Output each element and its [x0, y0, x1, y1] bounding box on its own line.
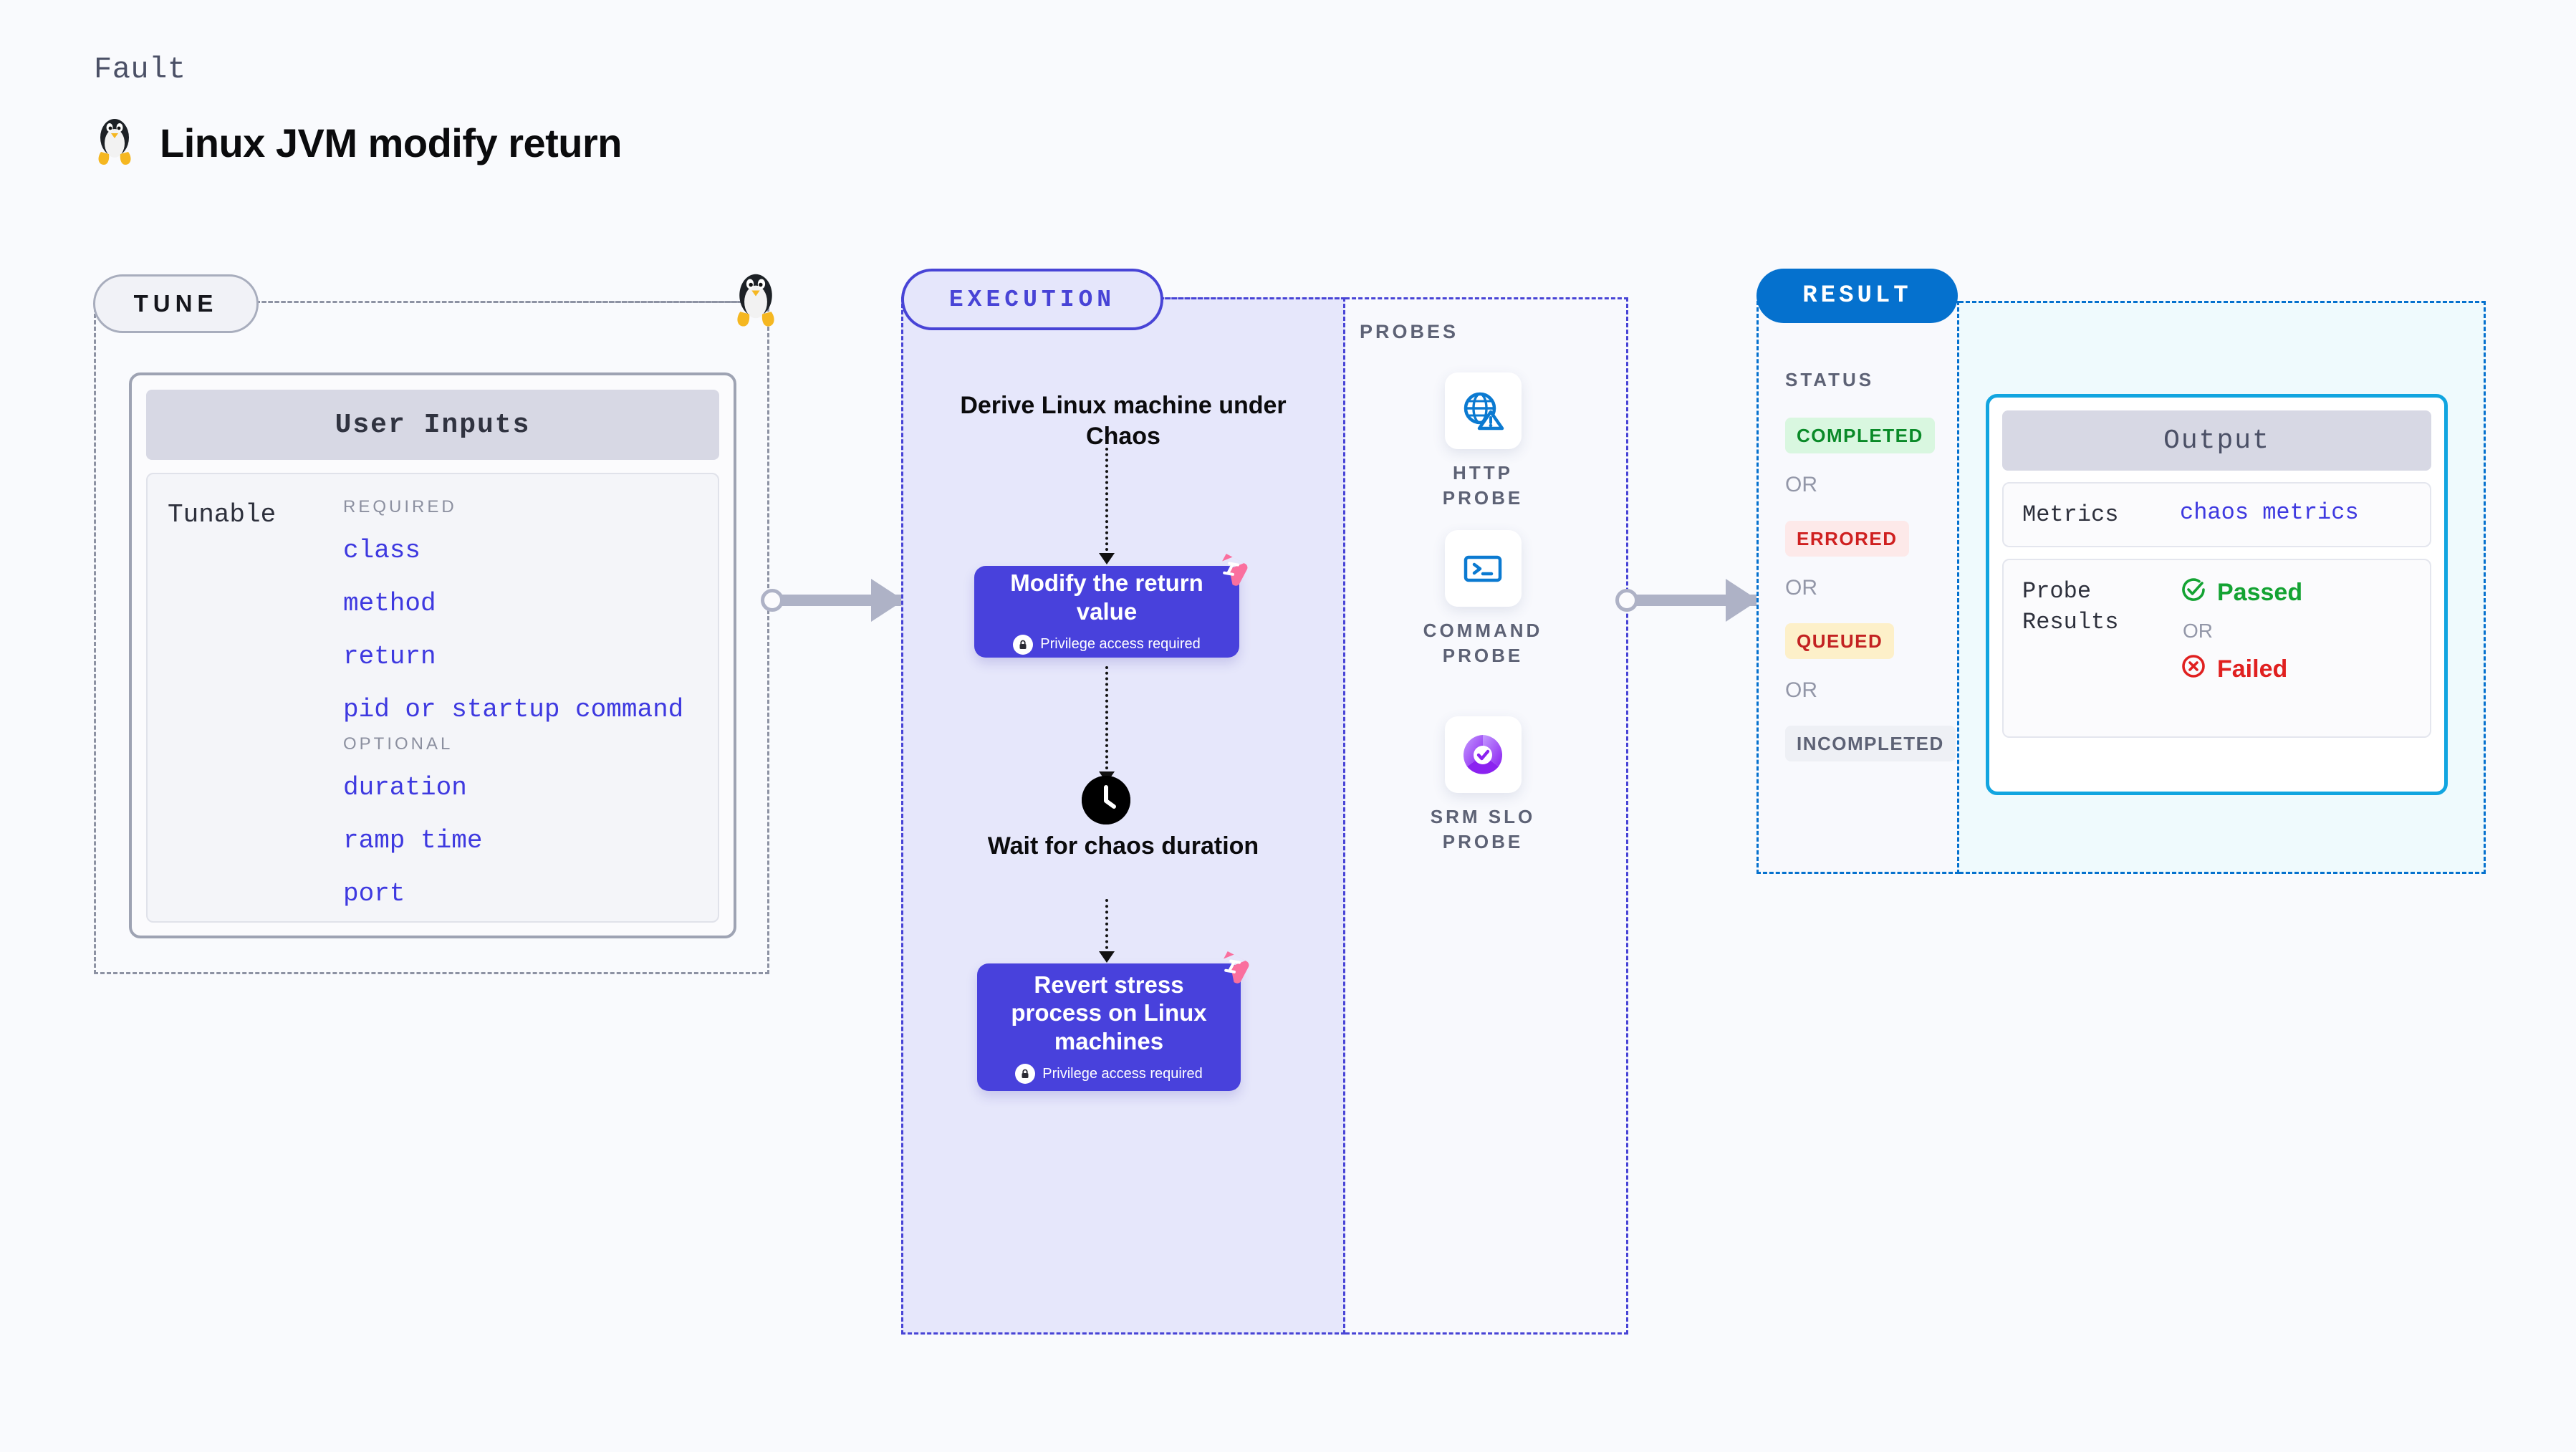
execution-step-revert-label: Revert stress process on Linux machines [1011, 971, 1207, 1054]
connector-execution-to-result [1615, 579, 1787, 622]
arrow-head-icon [1099, 553, 1115, 564]
tune-leader-line [256, 301, 761, 303]
tunable-item-class[interactable]: class [343, 536, 421, 565]
metrics-label: Metrics [2022, 501, 2119, 528]
probes-section-label: PROBES [1360, 321, 1459, 342]
status-badge-completed: COMPLETED [1785, 418, 1935, 453]
probe-results-label: Probe Results [2022, 578, 2119, 636]
terminal-icon [1444, 530, 1522, 607]
tune-stage-pill[interactable]: TUNE [93, 274, 259, 333]
probe-label-command: COMMAND PROBE [1423, 620, 1543, 667]
status-badge-incompleted: INCOMPLETED [1785, 726, 1956, 761]
tunable-item-ramp-time[interactable]: ramp time [343, 826, 483, 855]
status-or-label: OR [1785, 576, 1817, 600]
harness-flag-icon [1211, 550, 1249, 589]
execution-step-wait-label: Wait for chaos duration [987, 832, 1259, 860]
probe-result-failed: Failed [2180, 653, 2302, 686]
result-stage-pill[interactable]: RESULT [1756, 269, 1958, 323]
probe-item-srm-slo[interactable]: SRM SLO PROBE [1411, 716, 1554, 855]
output-row-metrics: Metrics chaos metrics [2002, 482, 2431, 548]
tunable-item-method[interactable]: method [343, 589, 436, 618]
user-inputs-body: Tunable REQUIRED class method return pid… [146, 473, 719, 923]
execution-connector-3 [1105, 899, 1108, 955]
globe-warning-icon [1444, 372, 1522, 449]
probe-label-srm-slo: SRM SLO PROBE [1430, 806, 1536, 853]
privilege-note-label: Privilege access required [1042, 1065, 1203, 1082]
result-status-region [1756, 301, 1959, 874]
user-inputs-card: User Inputs Tunable REQUIRED class metho… [129, 372, 736, 938]
optional-group-header: OPTIONAL [343, 734, 453, 754]
probe-results-values: Passed OR Failed [2180, 576, 2302, 686]
execution-step-modify-label: Modify the return value [1010, 569, 1203, 625]
execution-leader-line [1158, 297, 1346, 299]
execution-step-revert-box[interactable]: Revert stress process on Linux machines … [977, 951, 1249, 1091]
tunable-list: REQUIRED class method return pid or star… [343, 497, 718, 921]
probe-label-http: HTTP PROBE [1442, 462, 1524, 509]
output-card: Output Metrics chaos metrics Probe Resul… [1986, 394, 2448, 795]
linux-penguin-icon [732, 269, 779, 330]
lock-icon [1013, 634, 1034, 655]
tunable-row-label: Tunable [168, 500, 277, 529]
probe-result-passed: Passed [2180, 576, 2302, 610]
execution-step-derive-label: Derive Linux machine under Chaos [960, 392, 1287, 450]
status-section-label: STATUS [1785, 369, 1875, 390]
privilege-note-label: Privilege access required [1040, 636, 1201, 653]
status-badge-errored: ERRORED [1785, 521, 1909, 557]
slo-donut-check-icon [1444, 716, 1522, 793]
required-group-header: REQUIRED [343, 497, 457, 516]
tunable-item-duration[interactable]: duration [343, 773, 467, 802]
probes-region [1345, 297, 1628, 1335]
execution-stage-pill[interactable]: EXECUTION [901, 269, 1163, 330]
probe-item-http[interactable]: HTTP PROBE [1411, 372, 1554, 511]
status-badge-queued: QUEUED [1785, 623, 1895, 659]
status-or-label: OR [1785, 473, 1817, 496]
linux-penguin-icon [94, 115, 135, 171]
page-title-row: Linux JVM modify return [94, 115, 623, 171]
probe-result-passed-label: Passed [2217, 579, 2303, 607]
privilege-note-row: Privilege access required [1015, 1064, 1203, 1085]
user-inputs-header: User Inputs [146, 390, 719, 460]
tunable-item-port[interactable]: port [343, 879, 405, 908]
result-leader-line [1959, 301, 2486, 303]
probe-result-or-label: OR [2183, 620, 2213, 643]
output-row-probe-results: Probe Results Passed OR [2002, 559, 2431, 739]
tunable-item-return[interactable]: return [343, 642, 436, 671]
check-circle-icon [2180, 576, 2207, 610]
output-card-header: Output [2002, 410, 2431, 471]
status-or-label: OR [1785, 678, 1817, 702]
harness-flag-icon [1212, 948, 1251, 986]
probe-item-command[interactable]: COMMAND PROBE [1411, 530, 1554, 668]
clock-icon [1082, 776, 1130, 824]
execution-connector-1 [1105, 448, 1108, 557]
metrics-value[interactable]: chaos metrics [2180, 499, 2359, 526]
probe-result-failed-label: Failed [2217, 655, 2288, 683]
execution-connector-2 [1105, 666, 1108, 775]
tunable-item-pid-or-startup-command[interactable]: pid or startup command [343, 695, 684, 724]
x-circle-icon [2180, 653, 2207, 686]
arrow-head-icon [1099, 951, 1115, 963]
page-eyebrow-label: Fault [94, 52, 186, 87]
page-title: Linux JVM modify return [160, 120, 623, 165]
lock-icon [1015, 1064, 1036, 1085]
privilege-note-row: Privilege access required [1013, 634, 1201, 655]
execution-step-modify-box[interactable]: Modify the return value Privilege access… [974, 553, 1248, 658]
